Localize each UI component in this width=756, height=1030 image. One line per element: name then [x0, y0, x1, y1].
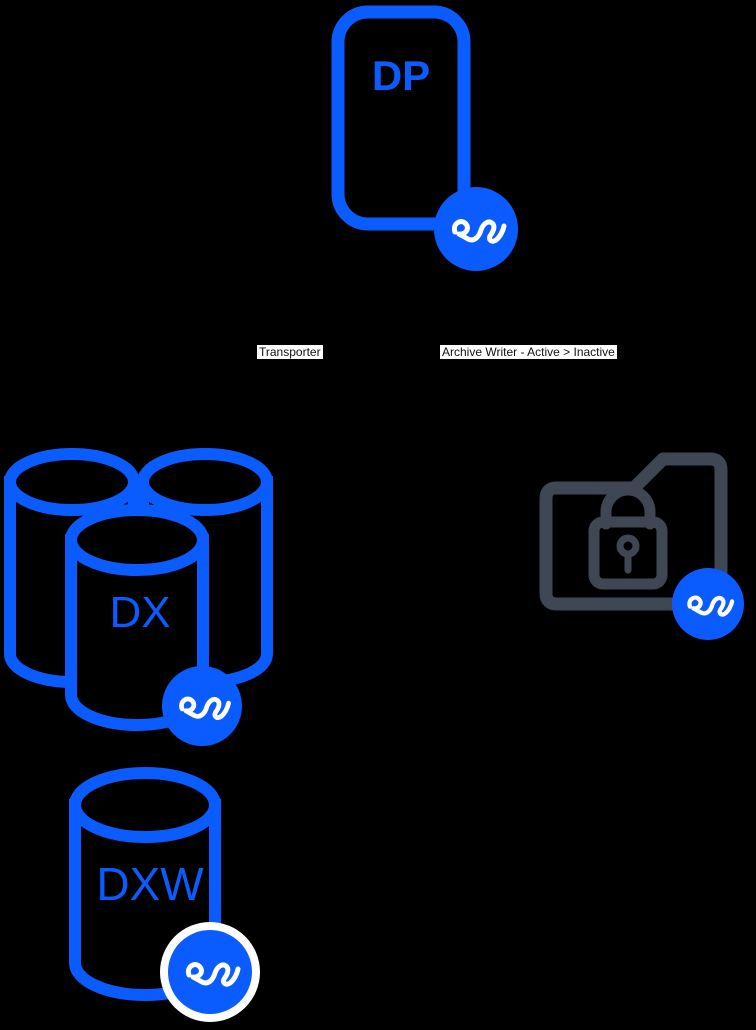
dp-label: DP	[372, 52, 430, 99]
dp-badge	[434, 187, 518, 271]
edge-label-transporter: Transporter	[257, 345, 323, 359]
dx-cluster-node: DX	[4, 448, 273, 746]
badge-circle	[162, 666, 242, 746]
lock-icon	[588, 484, 668, 590]
db-cylinder-front	[65, 504, 209, 731]
dp-card-shape	[331, 5, 471, 231]
secure-folder-node	[539, 452, 744, 640]
folder-badge	[672, 568, 744, 640]
dp-node: DP	[331, 5, 518, 271]
badge-circle	[168, 930, 252, 1014]
dx-label: DX	[109, 588, 170, 637]
dx-badge	[162, 666, 242, 746]
dxw-label: DXW	[96, 858, 204, 910]
dxw-node: DXW	[69, 767, 260, 1022]
badge-circle	[672, 568, 744, 640]
dxw-badge	[160, 922, 260, 1022]
edge-label-archive-writer: Archive Writer - Active > Inactive	[440, 345, 617, 359]
badge-circle	[434, 187, 518, 271]
